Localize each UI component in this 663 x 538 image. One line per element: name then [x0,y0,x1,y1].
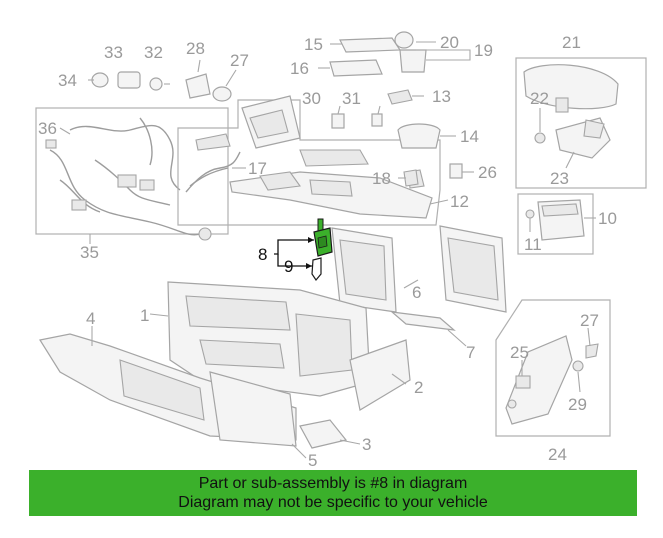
callout-33: 33 [104,43,123,62]
callout-31: 31 [342,89,361,108]
callout-9: 9 [284,257,293,276]
callout-34: 34 [58,71,77,90]
small-parts-top [91,31,463,187]
callout-12: 12 [450,192,469,211]
callout-24: 24 [548,445,567,464]
callout-23: 23 [550,169,569,188]
callout-6: 6 [412,283,421,302]
bracket-panels [331,225,507,313]
part-8-leader [274,237,314,269]
callout-36: 36 [38,119,57,138]
storage-bin [525,199,585,241]
callout-30: 30 [302,89,321,108]
callout-4: 4 [86,309,95,328]
small-bracket [299,419,348,449]
end-cap [209,371,297,447]
callout-17: 17 [248,159,267,178]
highlighted-part-8 [313,218,333,257]
banner-line-1: Part or sub-assembly is #8 in diagram [198,475,468,492]
callout-3: 3 [362,435,371,454]
callout-19: 19 [474,41,493,60]
callout-21: 21 [562,33,581,52]
callout-11: 11 [524,235,542,254]
callout-28: 28 [186,39,205,58]
callout-18: 18 [372,169,391,188]
callout-22: 22 [530,89,549,108]
callout-1: 1 [140,306,149,325]
side-trim-group-box [495,299,611,437]
exploded-parts-diagram: 1 2 3 4 5 6 7 8 9 10 11 12 13 14 15 16 1… [35,31,647,470]
frame-group-box [177,99,441,226]
callout-20: 20 [440,33,459,52]
info-banner: Part or sub-assembly is #8 in diagram Di… [29,470,637,516]
callout-14: 14 [460,127,479,146]
callout-35: 35 [80,243,99,262]
callout-16: 16 [290,59,309,78]
callout-8: 8 [258,245,267,264]
callout-7: 7 [466,343,475,362]
part-9-clip [311,257,322,282]
armrest-group-box [515,57,647,189]
callout-27-side: 27 [580,311,599,330]
callout-25: 25 [510,343,529,362]
callout-27-top: 27 [230,51,249,70]
callout-32: 32 [144,43,163,62]
banner-line-2: Diagram may not be specific to your vehi… [178,494,488,511]
callout-5: 5 [308,451,317,470]
callout-10: 10 [598,209,617,228]
console-body [167,281,371,397]
callout-2: 2 [414,378,423,397]
console-frame-assembly [185,95,433,219]
callout-29: 29 [568,395,587,414]
harness-group-box [35,107,229,235]
storage-group-box [517,193,594,255]
side-trim-panel [505,335,599,425]
armrest-assembly [523,64,619,159]
leader-lines [59,41,596,459]
side-bracket [349,339,411,411]
callout-15: 15 [304,35,323,54]
wiring-harness [45,117,212,241]
mat-plate [390,311,456,331]
callout-labels: 1 2 3 4 5 6 7 8 9 10 11 12 13 14 15 16 1… [38,33,617,470]
callout-26: 26 [478,163,497,182]
callout-13: 13 [432,87,451,106]
